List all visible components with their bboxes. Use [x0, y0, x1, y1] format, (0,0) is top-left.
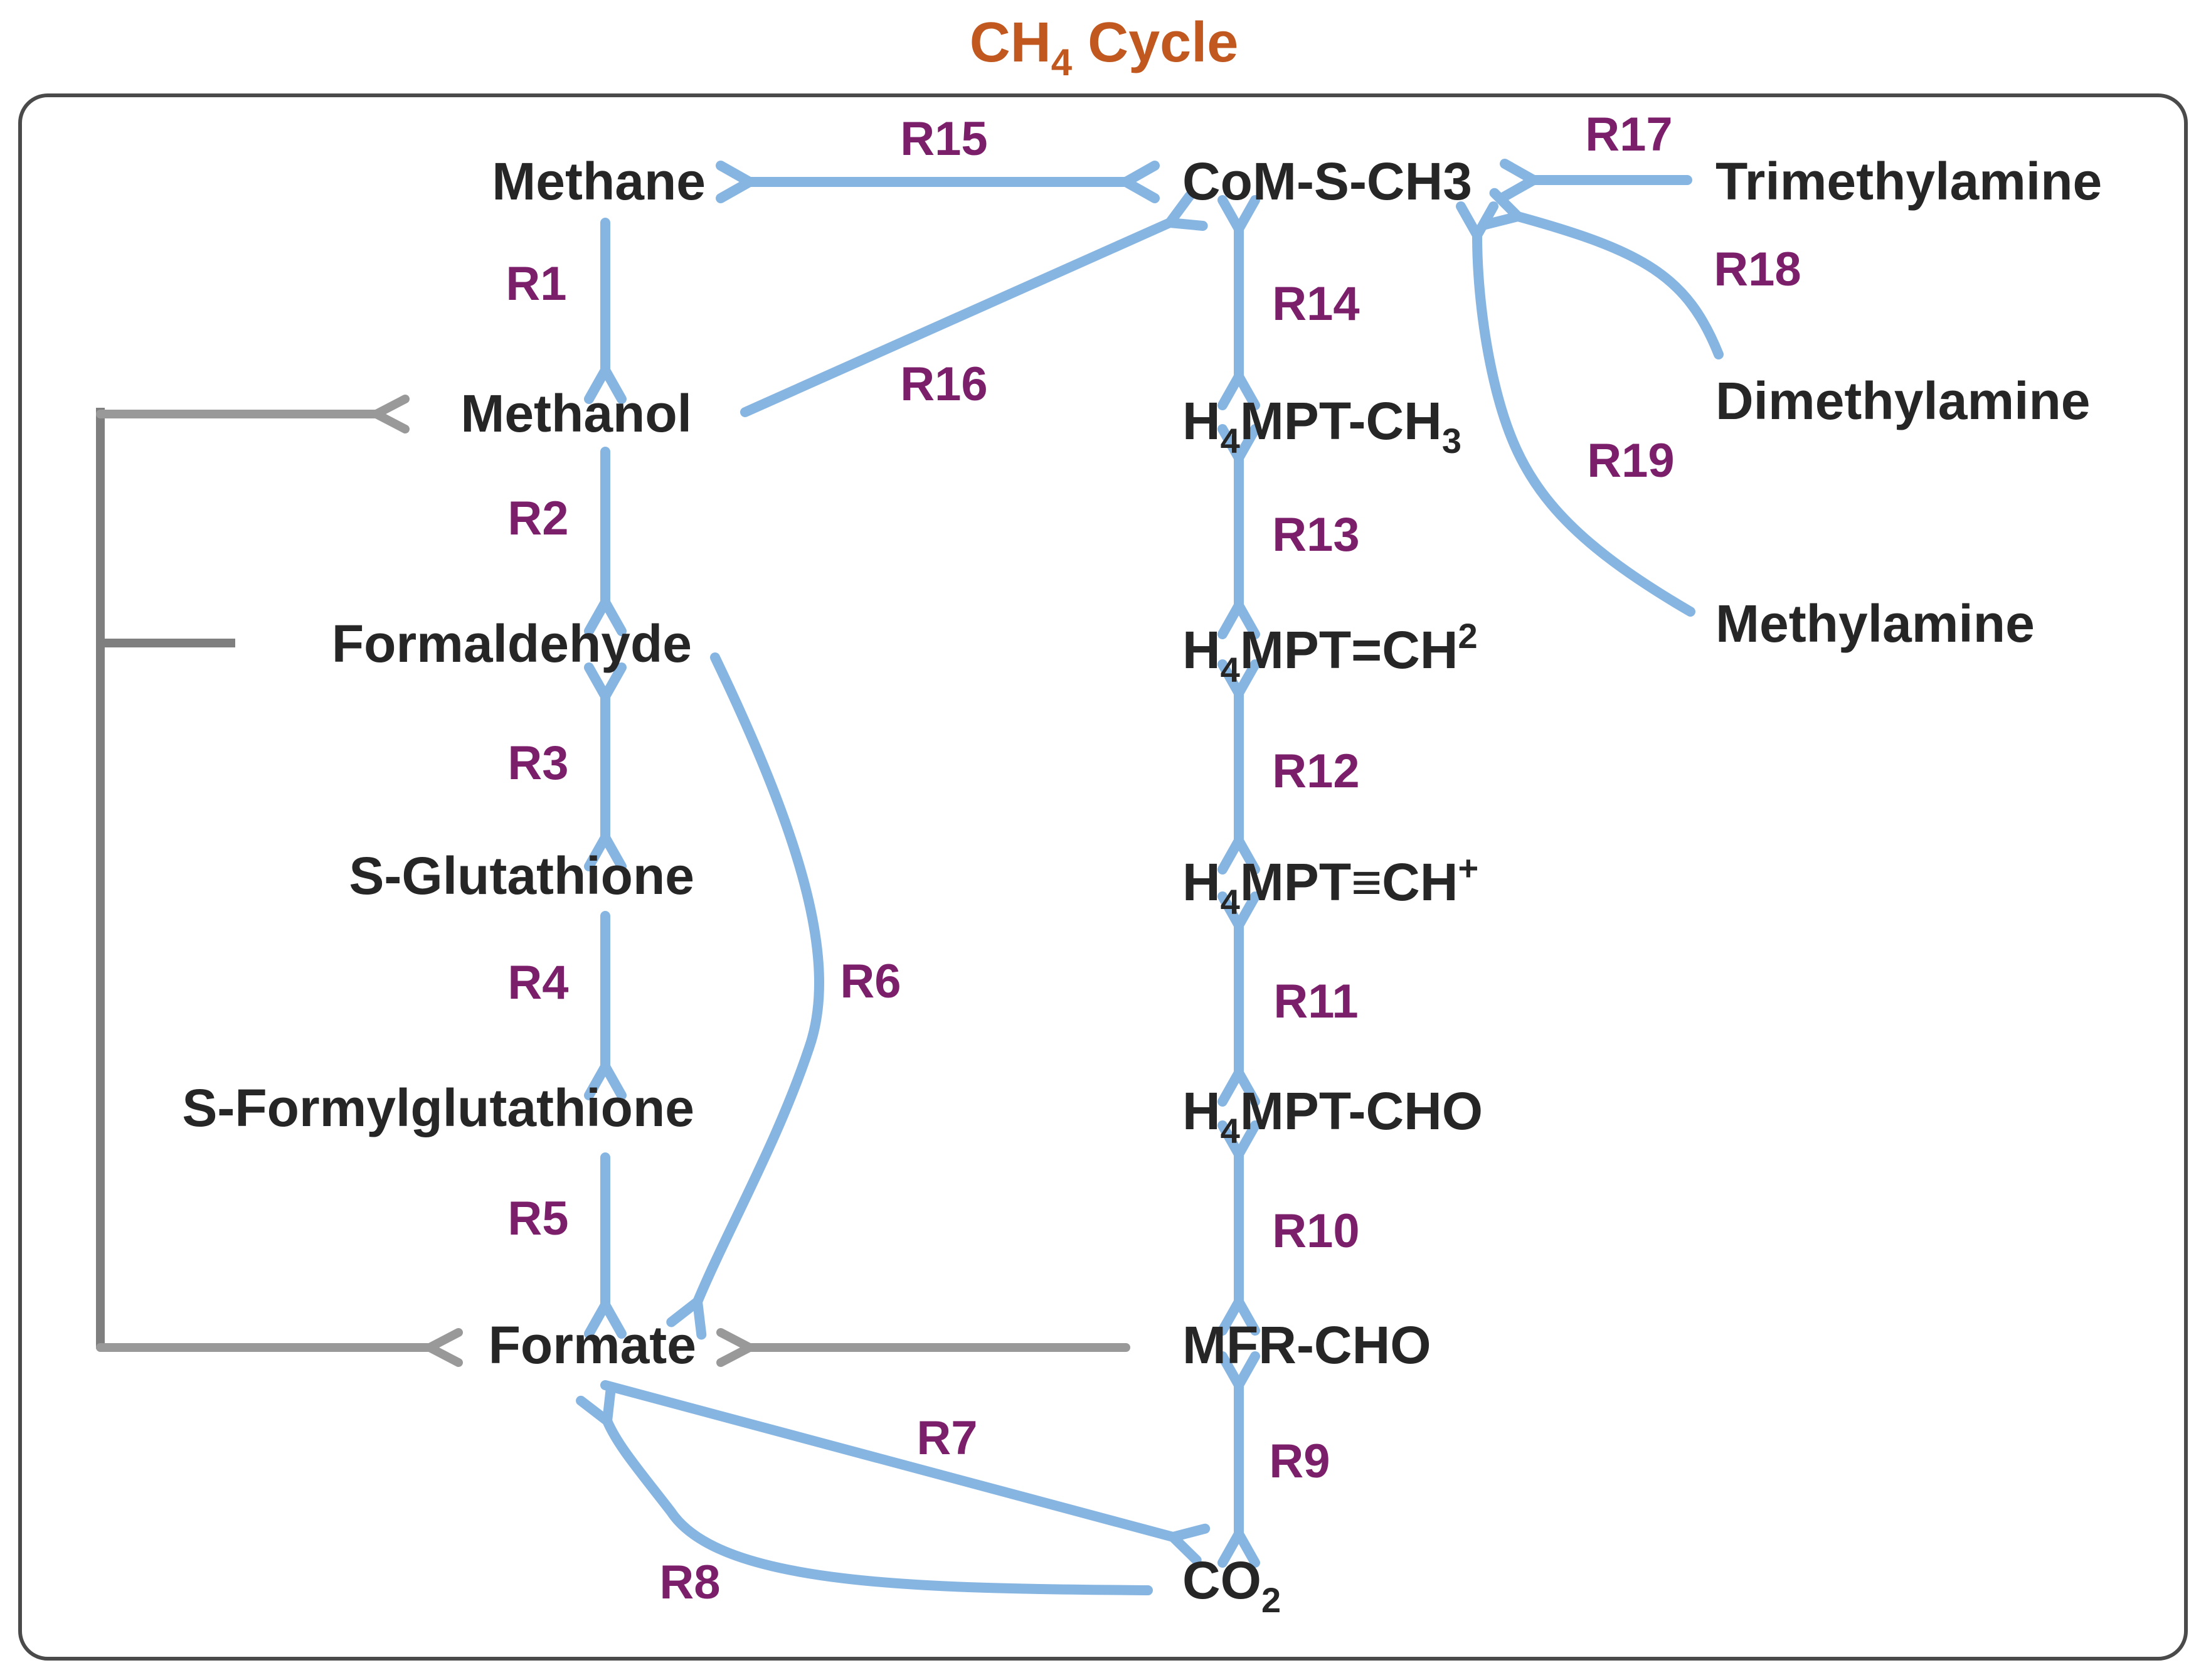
- reaction-label-r6: R6: [840, 955, 901, 1008]
- reaction-label-r7: R7: [916, 1412, 977, 1465]
- cycle-frame: [18, 93, 2188, 1661]
- reaction-label-r16: R16: [900, 358, 987, 411]
- node-dimethylamine: Dimethylamine: [1715, 371, 2091, 430]
- arrow-r16: [740, 223, 1170, 417]
- arrow-r19: [1477, 235, 1695, 617]
- node-formaldehyde: Formaldehyde: [332, 614, 692, 673]
- node-h4mpt-cho: H4MPT-CHO: [1182, 1082, 1483, 1151]
- reaction-label-r17: R17: [1585, 108, 1672, 161]
- node-methylamine: Methylamine: [1715, 594, 2035, 653]
- arrow-r8: [607, 1421, 1153, 1595]
- diagram-title: CH4 Cycle: [970, 11, 1239, 83]
- node-h4mpt-ch-plus: H4MPT≡CH+: [1182, 848, 1478, 922]
- reaction-label-r9: R9: [1269, 1435, 1330, 1488]
- reaction-label-r18: R18: [1714, 243, 1801, 296]
- reaction-label-r14: R14: [1272, 277, 1359, 331]
- reaction-label-r13: R13: [1272, 508, 1359, 561]
- node-s-formylglutathione: S-Formylglutathione: [182, 1078, 694, 1137]
- reaction-label-r1: R1: [506, 257, 566, 311]
- arrow-r7: [600, 1380, 1173, 1537]
- arrow-r18: [1518, 216, 1724, 359]
- reaction-label-r15: R15: [900, 112, 987, 166]
- arrow-r6: [697, 652, 824, 1302]
- reaction-label-r19: R19: [1587, 434, 1674, 487]
- node-h4mpt-ch2: H4MPT=CH2: [1182, 616, 1478, 689]
- node-mfr-cho: MFR-CHO: [1182, 1316, 1431, 1374]
- reaction-label-r3: R3: [507, 736, 568, 790]
- reaction-label-r8: R8: [659, 1556, 720, 1609]
- reaction-label-r11: R11: [1273, 975, 1358, 1028]
- reaction-label-r12: R12: [1272, 745, 1359, 798]
- node-methanol: Methanol: [460, 384, 692, 443]
- node-co2: CO2: [1182, 1551, 1281, 1620]
- node-trimethylamine: Trimethylamine: [1715, 152, 2102, 211]
- node-s-glutathione: S-Glutathione: [349, 846, 694, 905]
- node-methane: Methane: [492, 152, 706, 211]
- reaction-label-r5: R5: [507, 1192, 568, 1245]
- node-com-s-ch3: CoM-S-CH3: [1182, 152, 1472, 211]
- reaction-label-r10: R10: [1272, 1204, 1359, 1258]
- node-formate: Formate: [489, 1316, 696, 1374]
- gray-bracket: [96, 408, 430, 1349]
- node-h4mpt-ch3: H4MPT-CH3: [1182, 391, 1461, 460]
- reaction-label-r2: R2: [507, 492, 568, 545]
- reaction-label-r4: R4: [507, 956, 568, 1009]
